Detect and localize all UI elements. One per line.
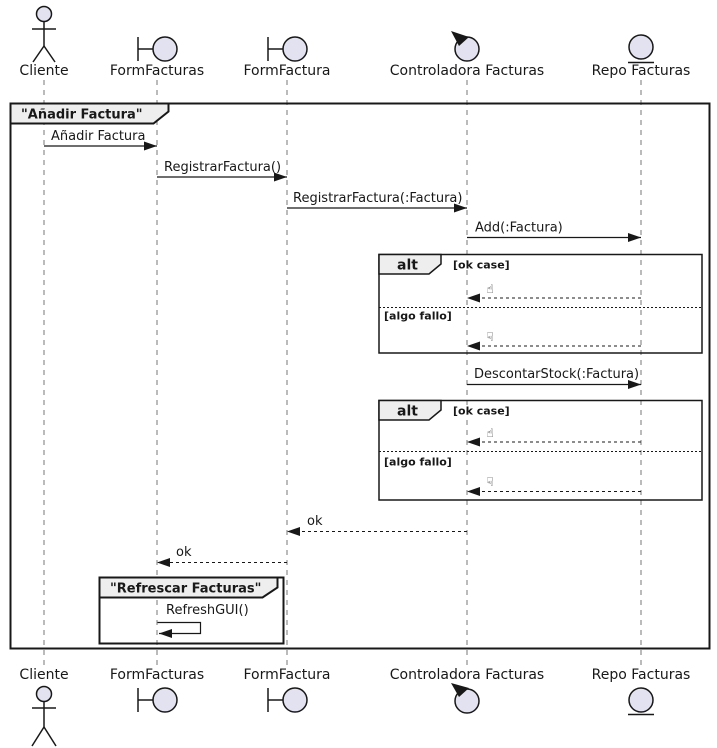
alt2-guard-ok: [ok case] [453, 405, 510, 418]
alt1-guard-ok: [ok case] [453, 259, 510, 272]
alt2-operator-tab [378, 399, 442, 421]
outer-frame-title: "Añadir Factura" [21, 108, 143, 123]
alt1-guard-fail: [algo fallo] [384, 310, 452, 323]
control-icon [451, 683, 480, 714]
participant-controladora-bottom: Controladora Facturas [390, 667, 544, 714]
thumbs-up-icon: ☝ [486, 426, 493, 440]
message-label-11: RefreshGUI() [166, 603, 249, 618]
participants-top: Cliente FormFacturas FormFactura Contr [19, 5, 691, 79]
participant-label: Repo Facturas [592, 667, 691, 683]
participant-cliente-bottom: Cliente [19, 667, 69, 747]
participant-formfacturas-top: FormFacturas [110, 36, 204, 79]
participant-repo-top: Repo Facturas [592, 34, 691, 79]
participant-controladora-top: Controladora Facturas [390, 31, 544, 79]
participant-formfactura-bottom: FormFactura [243, 667, 331, 713]
participants-bottom: Cliente FormFacturas FormFactura [19, 667, 691, 747]
thumbs-down-icon: ☟ [486, 330, 493, 344]
outer-frame-title-tab [9, 102, 170, 125]
alt1-operator-tab [378, 253, 442, 275]
alt-fragment-2: alt [ok case] [algo fallo] [378, 399, 703, 501]
entity-icon [628, 34, 654, 64]
participant-label: Controladora Facturas [390, 63, 544, 79]
outer-frame-border [9, 102, 711, 650]
participant-label: FormFacturas [110, 667, 204, 683]
alt2-operator-label: alt [397, 404, 418, 420]
boundary-icon [267, 687, 308, 713]
inner-frame: "Refrescar Facturas" [98, 576, 285, 645]
participant-label: Repo Facturas [592, 63, 691, 79]
participant-label: FormFacturas [110, 63, 204, 79]
message-label-10: ok [176, 545, 192, 560]
participant-repo-bottom: Repo Facturas [592, 667, 691, 716]
alt-fragment-1: alt [ok case] [algo fallo] [378, 253, 703, 354]
alt2-border [378, 399, 703, 501]
participant-label: Controladora Facturas [390, 667, 544, 683]
boundary-icon [137, 687, 178, 713]
lifelines [43, 80, 642, 665]
actor-icon [31, 685, 57, 747]
boundary-icon [137, 36, 178, 62]
message-arrow-11-self [157, 621, 202, 638]
message-label-6: DescontarStock(:Factura) [474, 367, 639, 382]
message-label-1: RegistrarFactura() [164, 160, 281, 175]
thumbs-down-icon: ☟ [486, 475, 493, 489]
alt2-guard-fail: [algo fallo] [384, 456, 452, 469]
message-label-0: Añadir Factura [51, 129, 146, 144]
alt1-border [378, 253, 703, 354]
messages: Añadir Factura RegistrarFactura() Regist… [44, 129, 641, 638]
inner-frame-title: "Refrescar Facturas" [110, 582, 261, 597]
actor-icon [32, 5, 56, 63]
outer-frame: "Añadir Factura" [9, 102, 711, 650]
participant-formfacturas-bottom: FormFacturas [110, 667, 204, 713]
message-label-3: Add(:Factura) [475, 221, 563, 236]
message-label-2: RegistrarFactura(:Factura) [293, 191, 462, 206]
entity-icon [628, 687, 654, 716]
control-icon [451, 31, 480, 62]
participant-formfactura-top: FormFactura [243, 36, 331, 79]
thumbs-up-icon: ☝ [486, 282, 493, 296]
participant-label: Cliente [19, 667, 68, 683]
participant-label: FormFactura [243, 667, 330, 683]
inner-frame-title-tab [98, 576, 279, 599]
participant-label: FormFactura [243, 63, 330, 79]
participant-label: Cliente [19, 63, 68, 79]
boundary-icon [267, 36, 308, 62]
message-label-9: ok [307, 514, 323, 529]
alt1-operator-label: alt [397, 258, 418, 274]
participant-cliente-top: Cliente [19, 5, 69, 79]
